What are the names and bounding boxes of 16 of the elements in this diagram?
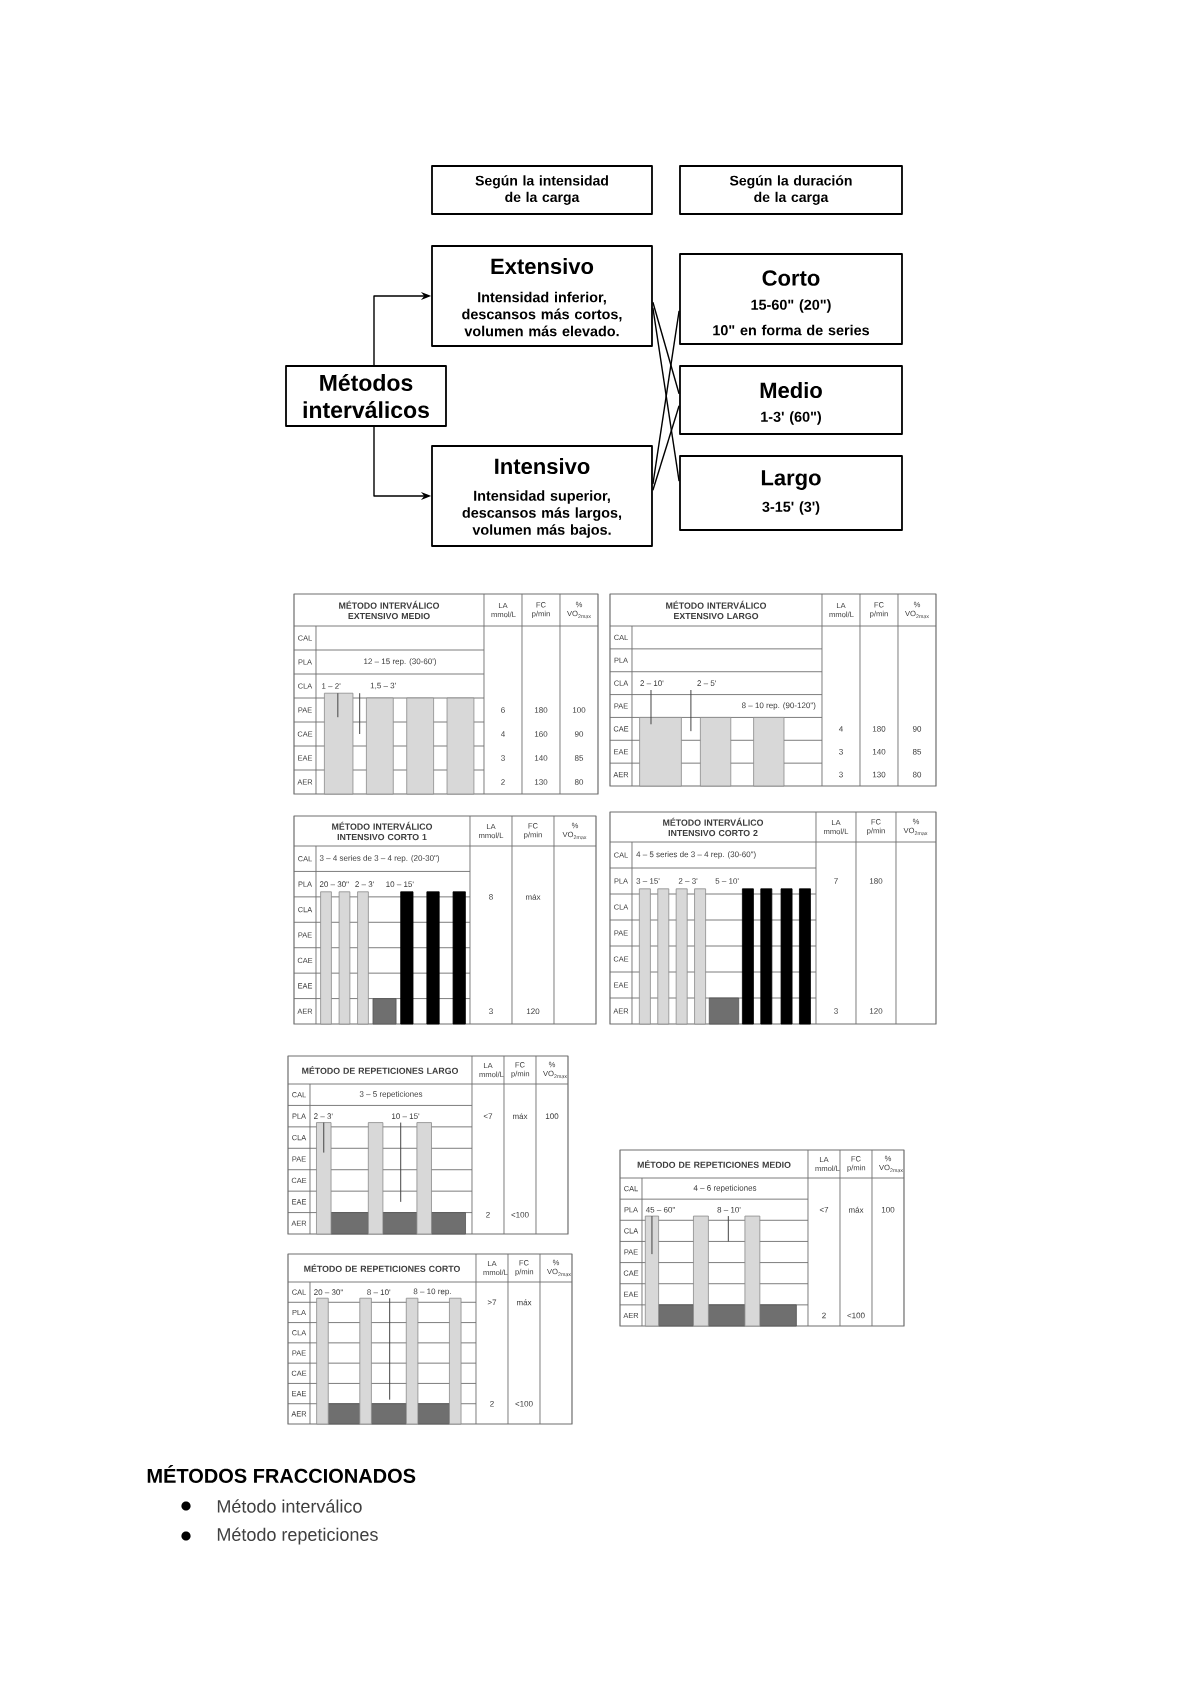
box-heading: Extensivo: [491, 257, 594, 275]
box-heading: Medio: [760, 381, 822, 399]
list-item: Método repeticiones: [217, 1527, 378, 1545]
duration-box: [679, 455, 903, 531]
box-heading: Corto: [762, 270, 820, 286]
box-heading: Intensivo: [495, 457, 590, 475]
connector-line: [652, 301, 680, 395]
method-box: [431, 245, 653, 347]
box-heading: Largo: [761, 470, 821, 490]
list-item: Método interválico: [217, 1499, 362, 1513]
section-heading: MÉTODOS FRACCIONADOS: [147, 1465, 416, 1483]
connector-line: [652, 405, 680, 491]
duration-box: [679, 253, 903, 345]
duration-box: [679, 365, 903, 435]
method-box: [431, 445, 653, 547]
root-box: Métodos interválicos: [285, 365, 447, 427]
